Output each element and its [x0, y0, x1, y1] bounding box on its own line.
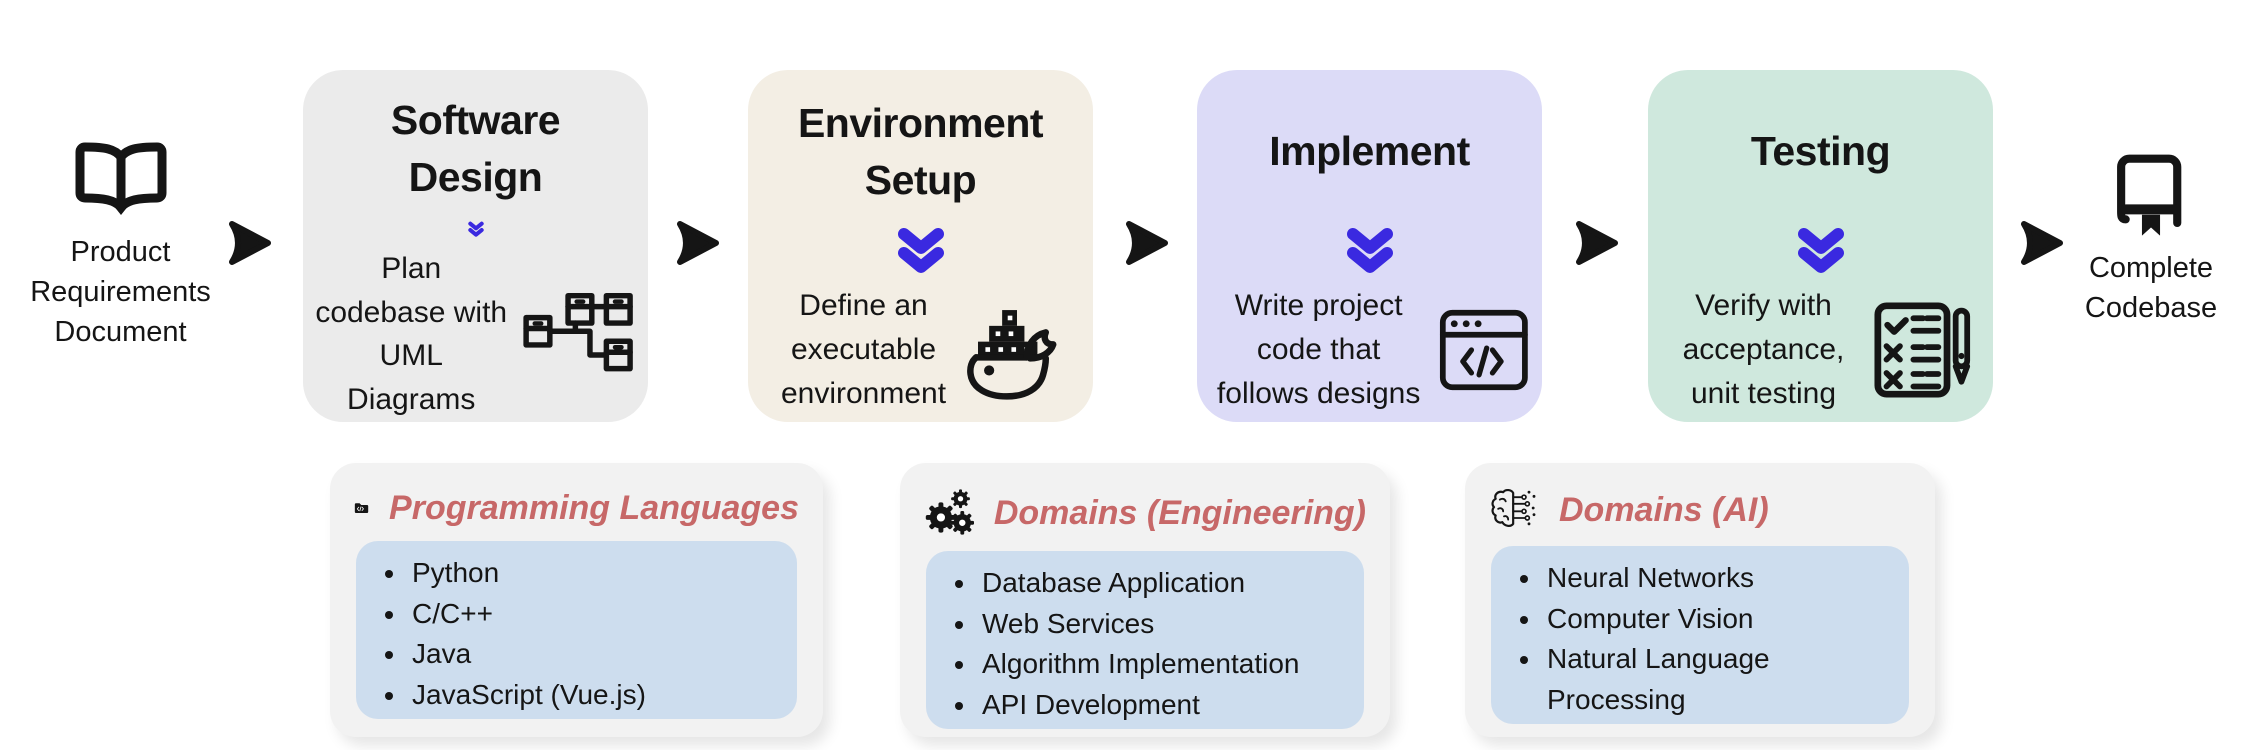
card-list: Database Application Web Services Algori… — [926, 551, 1364, 729]
stage-title: Testing — [1750, 128, 1891, 175]
list-item: Natural Language Processing — [1543, 639, 1895, 720]
card-title: Domains (Engineering) — [993, 493, 1366, 532]
stage-title: Software Design — [390, 97, 561, 201]
card-list: Neural Networks Computer Vision Natural … — [1491, 546, 1909, 724]
uml-diagram-icon — [523, 293, 634, 372]
card-title: Programming Languages — [389, 488, 799, 527]
docker-whale-icon — [966, 309, 1056, 400]
list-item: Neural Networks — [1543, 558, 1895, 599]
code-folder-icon — [354, 503, 369, 514]
stage-title: Environment Setup — [797, 99, 1044, 203]
double-chevron-down-icon — [1346, 228, 1393, 273]
stage-title: Implement — [1269, 128, 1470, 175]
double-chevron-down-icon — [467, 221, 484, 237]
arrow-right-icon — [1576, 221, 1618, 265]
stage-description: Define an executable environment — [780, 289, 947, 410]
stage-card-testing: Testing Verify with acceptance, unit tes… — [1648, 70, 1993, 422]
input-endpoint-label: Product Requirements Document — [30, 236, 211, 349]
stage-card-software-design: Software Design Plan codebase with UML D… — [303, 70, 648, 422]
output-endpoint: Complete Codebase — [2058, 152, 2244, 328]
stage-description: Write project code that follows designs — [1216, 289, 1421, 410]
code-window-icon — [1440, 309, 1529, 390]
info-card-domains-ai: Domains (AI) Neural Networks Computer Vi… — [1465, 463, 1935, 737]
card-title: Domains (AI) — [1559, 491, 1769, 529]
info-card-domains-engineering: Domains (Engineering) Database Applicati… — [900, 463, 1390, 737]
list-item: Web Services — [978, 604, 1350, 645]
arrow-right-icon — [2021, 221, 2063, 265]
list-item: Python — [408, 553, 783, 594]
list-item: C/C++ — [408, 594, 783, 635]
brain-circuit-icon — [1491, 489, 1536, 527]
list-item: API Development — [978, 685, 1350, 726]
gears-icon — [925, 489, 974, 535]
info-card-programming-languages: Programming Languages Python C/C++ Java … — [330, 463, 823, 737]
list-item: JavaScript (Vue.js) — [408, 675, 783, 716]
bookmark-book-icon — [2117, 154, 2182, 236]
double-chevron-down-icon — [1797, 228, 1844, 273]
list-item: Database Application — [978, 563, 1350, 604]
list-item: Computer Vision — [1543, 599, 1895, 640]
list-item: Java — [408, 634, 783, 675]
open-book-icon — [75, 142, 166, 215]
stage-description: Plan codebase with UML Diagrams — [315, 251, 508, 417]
stage-description: Verify with acceptance, unit testing — [1682, 289, 1845, 410]
stage-card-implement: Implement Write project code that follow… — [1197, 70, 1542, 422]
arrow-right-icon — [677, 221, 719, 265]
output-endpoint-label: Complete Codebase — [2084, 252, 2218, 325]
arrow-right-icon — [229, 221, 271, 265]
arrow-right-icon — [1126, 221, 1168, 265]
checklist-pencil-icon — [1873, 302, 1970, 398]
double-chevron-down-icon — [897, 228, 944, 273]
card-list: Python C/C++ Java JavaScript (Vue.js) — [356, 541, 797, 719]
stage-card-environment-setup: Environment Setup Define an executable e… — [748, 70, 1093, 422]
list-item: Algorithm Implementation — [978, 644, 1350, 685]
input-endpoint: Product Requirements Document — [8, 140, 233, 352]
